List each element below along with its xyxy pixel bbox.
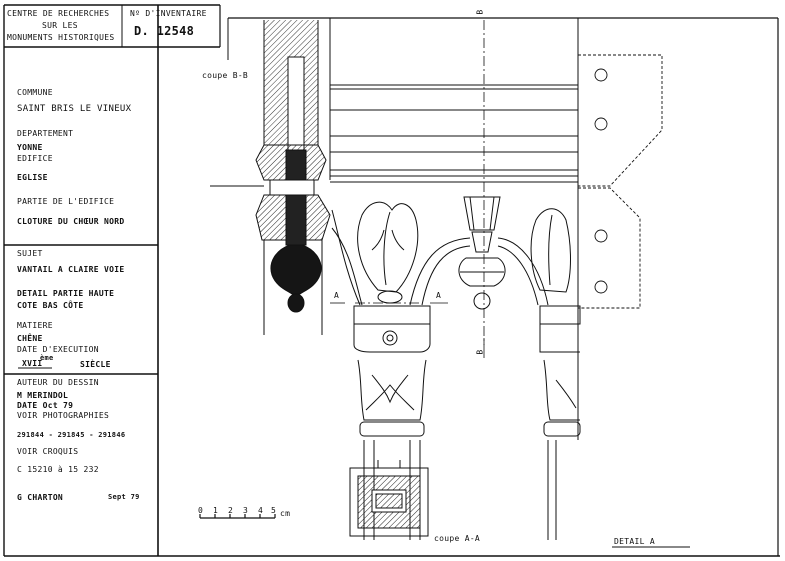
commune-label: COMMUNE: [17, 88, 53, 97]
edifice-label: EDIFICE: [17, 154, 53, 163]
scale-tick-0: 0: [198, 506, 204, 515]
partie-label: PARTIE DE L'EDIFICE: [17, 197, 115, 206]
inventory-label: Nº D'INVENTAIRE: [130, 9, 207, 18]
auteur-date: DATE Oct 79: [17, 401, 74, 410]
section-b-top-label: B: [475, 9, 485, 15]
section-b-bottom-label: B: [475, 349, 485, 355]
photos-value: 291844 - 291845 - 291846: [17, 431, 126, 439]
croquis-label: VOIR CROQUIS: [17, 447, 79, 456]
croquis-value: C 15210 à 15 232: [17, 465, 99, 474]
scale-unit: cm: [280, 509, 291, 518]
coupe-aa-section: [349, 460, 429, 537]
top-rail: [329, 18, 579, 440]
copy-name: G CHARTON: [17, 493, 64, 502]
section-a-right-label: A: [436, 291, 442, 300]
arches: [331, 201, 571, 306]
inventory-number: D. 12548: [134, 24, 195, 38]
copy-date: Sept 79: [108, 493, 140, 501]
institution-line1: CENTRE DE RECHERCHES: [7, 9, 110, 18]
scale-tick-1: 1: [213, 506, 219, 515]
sujet-label: SUJET: [17, 249, 43, 258]
right-column: [539, 305, 581, 540]
commune-value: SAINT BRIS LE VINEUX: [17, 104, 132, 114]
auteur-value: M MERINDOL: [17, 391, 69, 400]
institution-line3: MONUMENTS HISTORIQUES: [7, 33, 115, 42]
scale-tick-4: 4: [258, 506, 264, 515]
photos-label: VOIR PHOTOGRAPHIES: [17, 411, 110, 420]
departement-value: YONNE: [17, 143, 43, 152]
century-suffix: ème: [40, 354, 54, 362]
scale-tick-3: 3: [243, 506, 249, 515]
scale-tick-5: 5: [271, 506, 277, 515]
hinge-plates: [578, 54, 663, 309]
coupe-aa-label: coupe A-A: [434, 534, 481, 543]
detail-label: DETAIL A: [614, 537, 655, 546]
matiere-value: CHÊNE: [17, 334, 43, 343]
partie-value: CLOTURE DU CHŒUR NORD: [17, 217, 125, 226]
edifice-value: EGLISE: [17, 173, 48, 182]
sujet-value: VANTAIL A CLAIRE VOIE: [17, 265, 125, 274]
auteur-label: AUTEUR DU DESSIN: [17, 378, 99, 387]
matiere-label: MATIERE: [17, 321, 53, 330]
institution-line2: SUR LES: [42, 21, 78, 30]
century-word: SIÈCLE: [80, 360, 111, 369]
scale-tick-2: 2: [228, 506, 234, 515]
date-execution-label: DATE D'EXECUTION: [17, 345, 99, 354]
scale-bar: [199, 514, 276, 519]
coupe-bb-section: [210, 20, 331, 335]
section-a-left-label: A: [334, 291, 340, 300]
coupe-bb-label: coupe B-B: [202, 71, 249, 80]
century-numeral: XVII: [22, 359, 43, 368]
center-finial: [458, 196, 506, 310]
sheet-frame: [3, 4, 780, 557]
detail-line1: DETAIL PARTIE HAUTE: [17, 289, 115, 298]
departement-label: DEPARTEMENT: [17, 129, 74, 138]
detail-line2: COTE BAS CÔTE: [17, 301, 84, 310]
